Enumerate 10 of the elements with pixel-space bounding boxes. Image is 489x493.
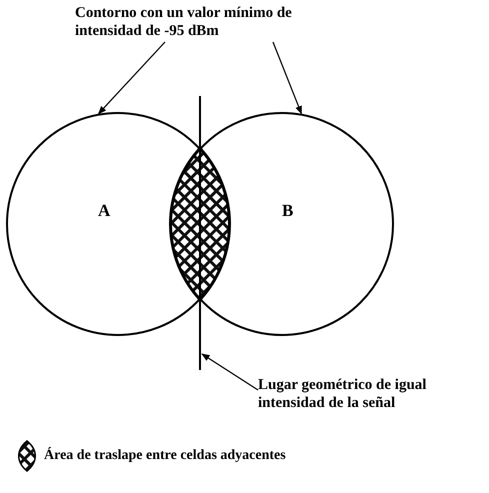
overlap-area (169, 146, 231, 302)
boundary-line (198, 96, 202, 370)
callout-text: Lugar geométrico de igual intensidad de la señal (258, 376, 428, 412)
cell-label: B (282, 202, 294, 220)
callout-text: Contorno con un valor mínimo de intensidad de -95 dBm (75, 4, 293, 40)
cell-label: A (98, 202, 110, 220)
leader-arrow (98, 42, 166, 114)
legend-text: Área de traslape entre celdas adyacentes (44, 448, 286, 464)
leader-arrow (201, 354, 258, 390)
leader-arrow (272, 42, 302, 114)
